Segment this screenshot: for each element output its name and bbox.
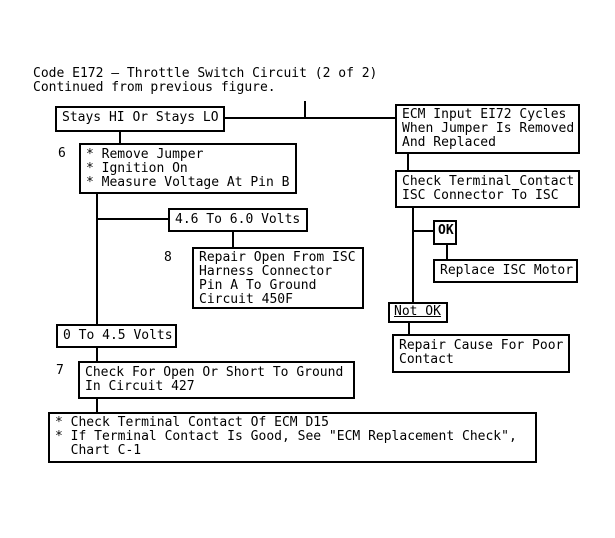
box-volts-high: 4.6 To 6.0 Volts xyxy=(168,208,308,232)
box-ecm-input-line3: And Replaced xyxy=(402,135,496,150)
box-check-terminal-line2: ISC Connector To ISC xyxy=(402,188,559,203)
box-ecm-input-line2: When Jumper Is Removed xyxy=(402,121,575,136)
box-repair-cause-poor-contact: Repair Cause For Poor Contact xyxy=(392,334,570,373)
box-volts-low-text: 0 To 4.5 Volts xyxy=(63,328,173,343)
box-ecm-input-line1: ECM Input EI72 Cycles xyxy=(402,107,567,122)
box-not-ok: Not OK xyxy=(388,302,448,323)
box-step6-line2: * Ignition On xyxy=(86,161,188,176)
box-ecm-notes-line2: * If Terminal Contact Is Good, See "ECM … xyxy=(55,429,517,444)
connector-step6-to-volts-low xyxy=(96,194,98,324)
box-ok: OK xyxy=(433,220,457,245)
step-number-8: 8 xyxy=(164,250,172,265)
chart-title: Code E172 – Throttle Switch Circuit (2 o… xyxy=(33,66,378,81)
box-step8-line4: Circuit 450F xyxy=(199,292,293,307)
connector-volts-low-to-step7 xyxy=(96,348,98,361)
step-number-7: 7 xyxy=(56,363,64,378)
box-step8-repair-open: Repair Open From ISC Harness Connector P… xyxy=(192,247,364,309)
box-step8-line2: Harness Connector xyxy=(199,264,333,279)
connector-ecm-input-to-check-terminal xyxy=(407,154,409,170)
box-check-terminal-line1: Check Terminal Contact xyxy=(402,174,575,189)
box-check-terminal-contact: Check Terminal Contact ISC Connector To … xyxy=(395,170,580,208)
box-step8-line3: Pin A To Ground xyxy=(199,278,317,293)
step-number-6: 6 xyxy=(58,146,66,161)
box-stays-hi-or-lo: Stays HI Or Stays LO xyxy=(55,106,225,132)
box-step6-line1: * Remove Jumper xyxy=(86,147,204,162)
box-step8-line1: Repair Open From ISC xyxy=(199,250,356,265)
box-ok-text: OK xyxy=(438,223,454,238)
connector-ok-to-replace-isc xyxy=(446,245,448,259)
connector-branch-volts-high xyxy=(96,218,168,220)
connector-stays-to-step6 xyxy=(119,132,121,143)
box-volts-high-text: 4.6 To 6.0 Volts xyxy=(175,212,301,227)
box-ecm-notes-line3: Chart C-1 xyxy=(55,443,142,458)
box-repair-cause-line2: Contact xyxy=(399,352,454,367)
box-not-ok-text: Not OK xyxy=(394,304,441,319)
box-step7-line1: Check For Open Or Short To Ground xyxy=(85,365,344,380)
connector-check-terminal-to-not-ok xyxy=(412,208,414,302)
connector-stays-to-ecm-input xyxy=(225,117,395,119)
box-replace-isc-motor-text: Replace ISC Motor xyxy=(440,263,574,278)
box-repair-cause-line1: Repair Cause For Poor xyxy=(399,338,564,353)
box-stays-hi-or-lo-text: Stays HI Or Stays LO xyxy=(62,110,219,125)
box-ecm-input-cycles: ECM Input EI72 Cycles When Jumper Is Rem… xyxy=(395,104,580,154)
box-ecm-notes-line1: * Check Terminal Contact Of ECM D15 xyxy=(55,415,329,430)
chart-subtitle: Continued from previous figure. xyxy=(33,80,276,95)
box-step7-check-open-short: Check For Open Or Short To Ground In Cir… xyxy=(78,361,355,399)
box-step6-remove-jumper: * Remove Jumper * Ignition On * Measure … xyxy=(79,143,297,194)
connector-step7-to-ecm-notes xyxy=(96,399,98,412)
box-step6-line3: * Measure Voltage At Pin B xyxy=(86,175,290,190)
connector-branch-ok xyxy=(412,230,433,232)
connector-volts-high-to-step8 xyxy=(232,232,234,247)
box-replace-isc-motor: Replace ISC Motor xyxy=(433,259,578,283)
box-ecm-notes: * Check Terminal Contact Of ECM D15 * If… xyxy=(48,412,537,463)
box-volts-low: 0 To 4.5 Volts xyxy=(56,324,177,348)
connector-not-ok-to-repair-cause xyxy=(408,323,410,334)
connector-continuation-tick xyxy=(304,101,306,118)
box-step7-line2: In Circuit 427 xyxy=(85,379,195,394)
